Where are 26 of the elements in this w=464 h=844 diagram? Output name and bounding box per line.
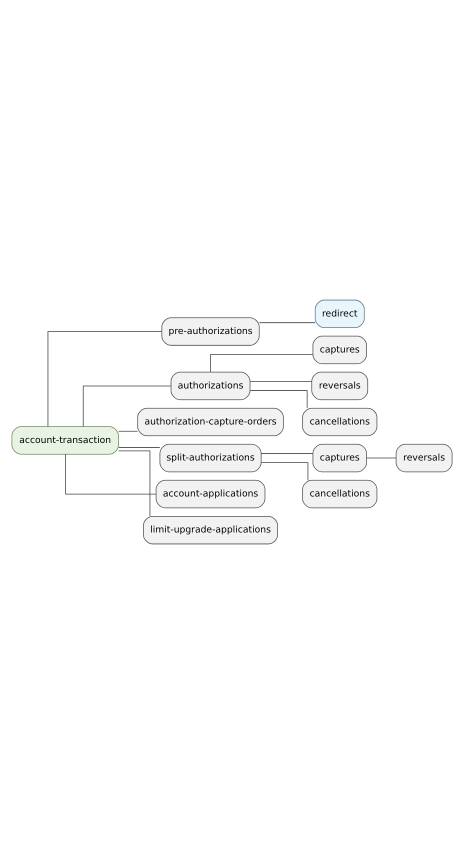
connector bbox=[118, 450, 150, 516]
connector bbox=[250, 380, 312, 382]
connector bbox=[118, 430, 138, 432]
node-box: split-authorizations bbox=[160, 444, 262, 472]
node-box: authorizations bbox=[170, 372, 250, 400]
node-box: cancellations bbox=[302, 408, 378, 436]
node-box: captures bbox=[312, 444, 367, 472]
connector bbox=[260, 462, 308, 481]
connector bbox=[48, 331, 162, 427]
connector bbox=[260, 453, 314, 454]
node-box: redirect bbox=[314, 300, 365, 328]
node-box: cancellations bbox=[302, 480, 378, 508]
connector bbox=[118, 447, 160, 448]
node-box: reversals bbox=[311, 372, 368, 400]
connector bbox=[65, 454, 156, 494]
node-box: captures bbox=[312, 336, 367, 364]
node-box: authorization-capture-orders bbox=[137, 408, 284, 436]
node-box: account-applications bbox=[156, 480, 266, 508]
connector bbox=[250, 390, 308, 408]
node-box: reversals bbox=[396, 444, 452, 472]
connector bbox=[82, 386, 172, 427]
node-box: limit-upgrade-applications bbox=[143, 516, 278, 544]
node-box: pre-authorizations bbox=[161, 317, 260, 346]
connector bbox=[210, 354, 314, 372]
connector bbox=[259, 322, 316, 324]
node-box: account-transaction bbox=[12, 426, 119, 455]
